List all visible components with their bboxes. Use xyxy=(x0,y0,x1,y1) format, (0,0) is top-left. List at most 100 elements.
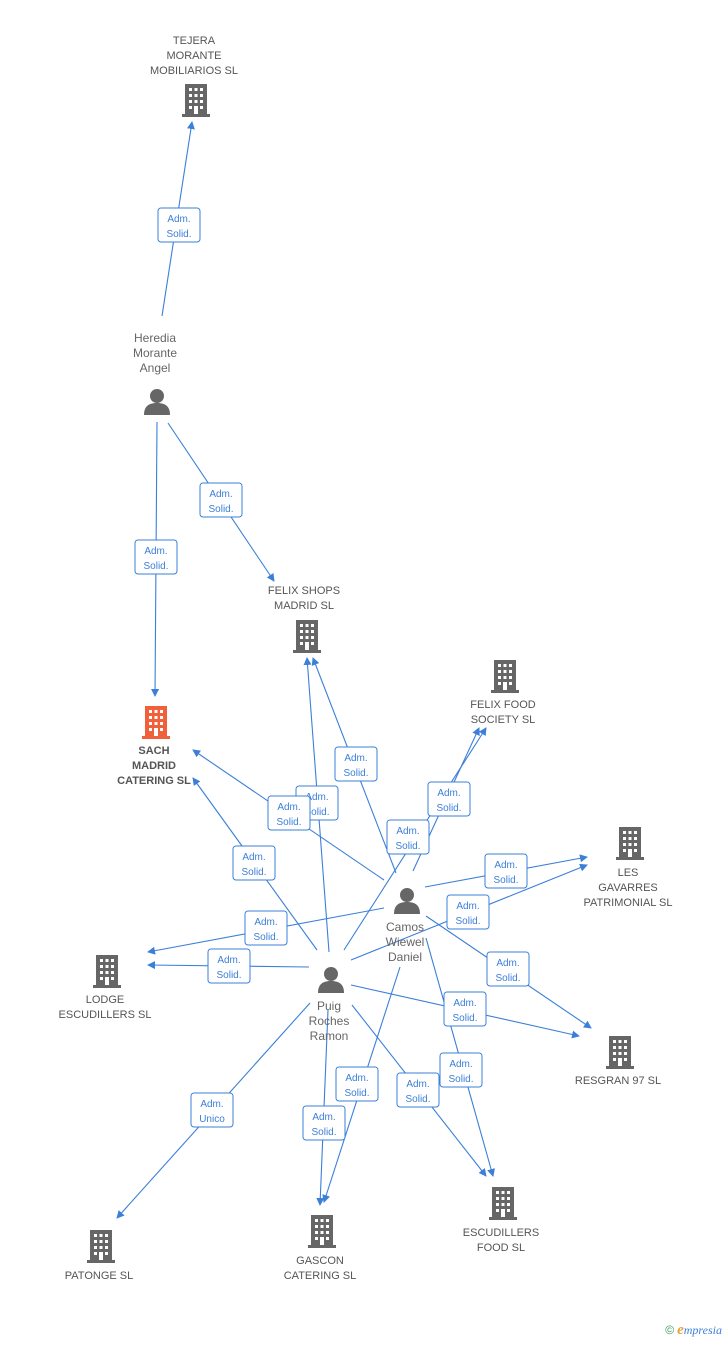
node-label-patonge: PATONGE SL xyxy=(65,1270,133,1282)
edge-label-box xyxy=(484,853,528,889)
brand-logo: ©empresia xyxy=(665,1322,722,1339)
edge-label-camos-to-escudillers_food[interactable]: Adm. Solid. xyxy=(439,1052,483,1088)
edge-label-box xyxy=(267,795,311,831)
edge-label-puig-to-lodge[interactable]: Adm.Solid. xyxy=(207,948,251,984)
node-resgran[interactable]: RESGRAN 97 SL xyxy=(575,1036,661,1087)
edge-label-box xyxy=(334,746,378,782)
edge-label-heredia-to-tejera[interactable]: Adm.Solid. xyxy=(157,207,201,243)
edge-label-text: Adm. xyxy=(496,958,519,969)
person-icon xyxy=(394,888,420,914)
node-label-les_gavarres: PATRIMONIAL SL xyxy=(583,897,672,909)
edge-label-text: Adm. xyxy=(209,489,232,500)
node-label-sach: MADRID xyxy=(132,760,176,772)
building-icon xyxy=(606,1036,634,1069)
edge-label-text: Adm. xyxy=(453,998,476,1009)
edge-label-text: Adm. xyxy=(305,792,328,803)
edge-label-box xyxy=(244,910,288,946)
node-label-heredia: Heredia xyxy=(134,331,176,345)
node-label-heredia: Angel xyxy=(140,361,171,375)
building-icon xyxy=(616,827,644,860)
node-label-puig: Roches xyxy=(309,1014,350,1028)
edge-label-text: Solid. xyxy=(343,768,368,779)
edge-label-text: Solid. xyxy=(395,841,420,852)
edge-label-box xyxy=(427,781,471,817)
building-icon xyxy=(293,620,321,653)
node-label-escudillers_food: FOOD SL xyxy=(477,1242,525,1254)
node-label-camos: Wiewel xyxy=(386,935,425,949)
edge-label-puig-to-les_gavarres[interactable]: Adm.Solid. xyxy=(446,894,490,930)
node-label-gascon: CATERING SL xyxy=(284,1270,357,1282)
node-label-gascon: GASCON xyxy=(296,1255,344,1267)
edge-label-text: Adm. xyxy=(456,901,479,912)
edge-label-puig-to-gascon[interactable]: Adm.Solid. xyxy=(302,1105,346,1141)
edge-label-box xyxy=(446,894,490,930)
edge-label-box xyxy=(396,1072,440,1108)
building-icon xyxy=(87,1230,115,1263)
edge-label-box xyxy=(207,948,251,984)
edge-label-text: Unico xyxy=(199,1114,225,1125)
edge-label-puig-to-sach[interactable]: Adm.Solid. xyxy=(232,845,276,881)
node-patonge[interactable]: PATONGE SL xyxy=(65,1230,133,1282)
edge-label-puig-to-escudillers_food[interactable]: Adm.Solid. xyxy=(396,1072,440,1108)
edge-label-text: Solid. xyxy=(166,229,191,240)
edge-label-text: Solid. xyxy=(276,817,301,828)
edge-label-camos-to-sach[interactable]: Adm. Solid. xyxy=(267,795,311,831)
edge-label-camos-to-felix_food[interactable]: Adm. Solid. xyxy=(386,819,430,855)
edge-label-text: Solid. xyxy=(208,504,233,515)
edge-label-box xyxy=(190,1092,234,1128)
copyright-symbol: © xyxy=(665,1323,675,1337)
edge-label-text: Solid. xyxy=(143,561,168,572)
edge-label-camos-to-lodge[interactable]: Adm.Solid. xyxy=(244,910,288,946)
edge-label-camos-to-les_gavarres[interactable]: Adm.Solid. xyxy=(484,853,528,889)
focus-company-building-icon xyxy=(142,706,170,739)
edge-label-camos-to-felix_shops[interactable]: Adm.Solid. xyxy=(334,746,378,782)
edge-label-text: Solid. xyxy=(493,875,518,886)
edge-label-puig-to-felix_food[interactable]: Adm.Solid. xyxy=(427,781,471,817)
edge-label-heredia-to-sach[interactable]: Adm. Solid. xyxy=(134,539,178,575)
edge-label-puig-to-resgran[interactable]: Adm. Solid. xyxy=(443,991,487,1027)
edge-label-box xyxy=(443,991,487,1027)
edge-label-text: Adm. xyxy=(406,1079,429,1090)
edge-label-text: Solid. xyxy=(311,1127,336,1138)
edge-labels-layer: Adm. Solid. Adm. Solid. Adm. Solid. Adm. Solid.… xyxy=(134,207,530,1141)
edge-label-text: Solid. xyxy=(241,867,266,878)
edge-label-camos-to-resgran[interactable]: Adm. Solid. xyxy=(486,951,530,987)
edge-label-text: Adm. xyxy=(144,546,167,557)
edge-label-text: Solid. xyxy=(436,803,461,814)
edge-label-text: Adm. xyxy=(449,1059,472,1070)
edge-label-text: Solid. xyxy=(452,1013,477,1024)
edge-label-text: Solid. xyxy=(344,1088,369,1099)
edge-label-text: Solid. xyxy=(304,807,329,818)
edge-label-text: Solid. xyxy=(495,973,520,984)
node-label-les_gavarres: LES xyxy=(618,867,639,879)
edge-label-text: Adm. xyxy=(277,802,300,813)
node-label-tejera: TEJERA xyxy=(173,35,216,47)
edge-label-text: Adm. xyxy=(396,826,419,837)
person-icon xyxy=(318,967,344,993)
node-label-puig: Puig xyxy=(317,999,341,1013)
edge-label-heredia-to-felix_shops[interactable]: Adm. Solid. xyxy=(199,482,243,518)
edge-label-text: Solid. xyxy=(448,1074,473,1085)
node-label-sach: CATERING SL xyxy=(117,775,191,787)
edge-label-box xyxy=(134,539,178,575)
node-gascon[interactable]: GASCON CATERING SL xyxy=(284,1215,357,1282)
edge-label-text: Adm. xyxy=(217,955,240,966)
node-label-lodge: LODGE xyxy=(86,994,125,1006)
node-label-felix_food: FELIX FOOD xyxy=(470,699,535,711)
building-icon xyxy=(93,955,121,988)
node-label-camos: Daniel xyxy=(388,950,422,964)
edge-label-puig-to-patonge[interactable]: Adm.Unico xyxy=(190,1092,234,1128)
edge-label-camos-to-gascon[interactable]: Adm.Solid. xyxy=(335,1066,379,1102)
